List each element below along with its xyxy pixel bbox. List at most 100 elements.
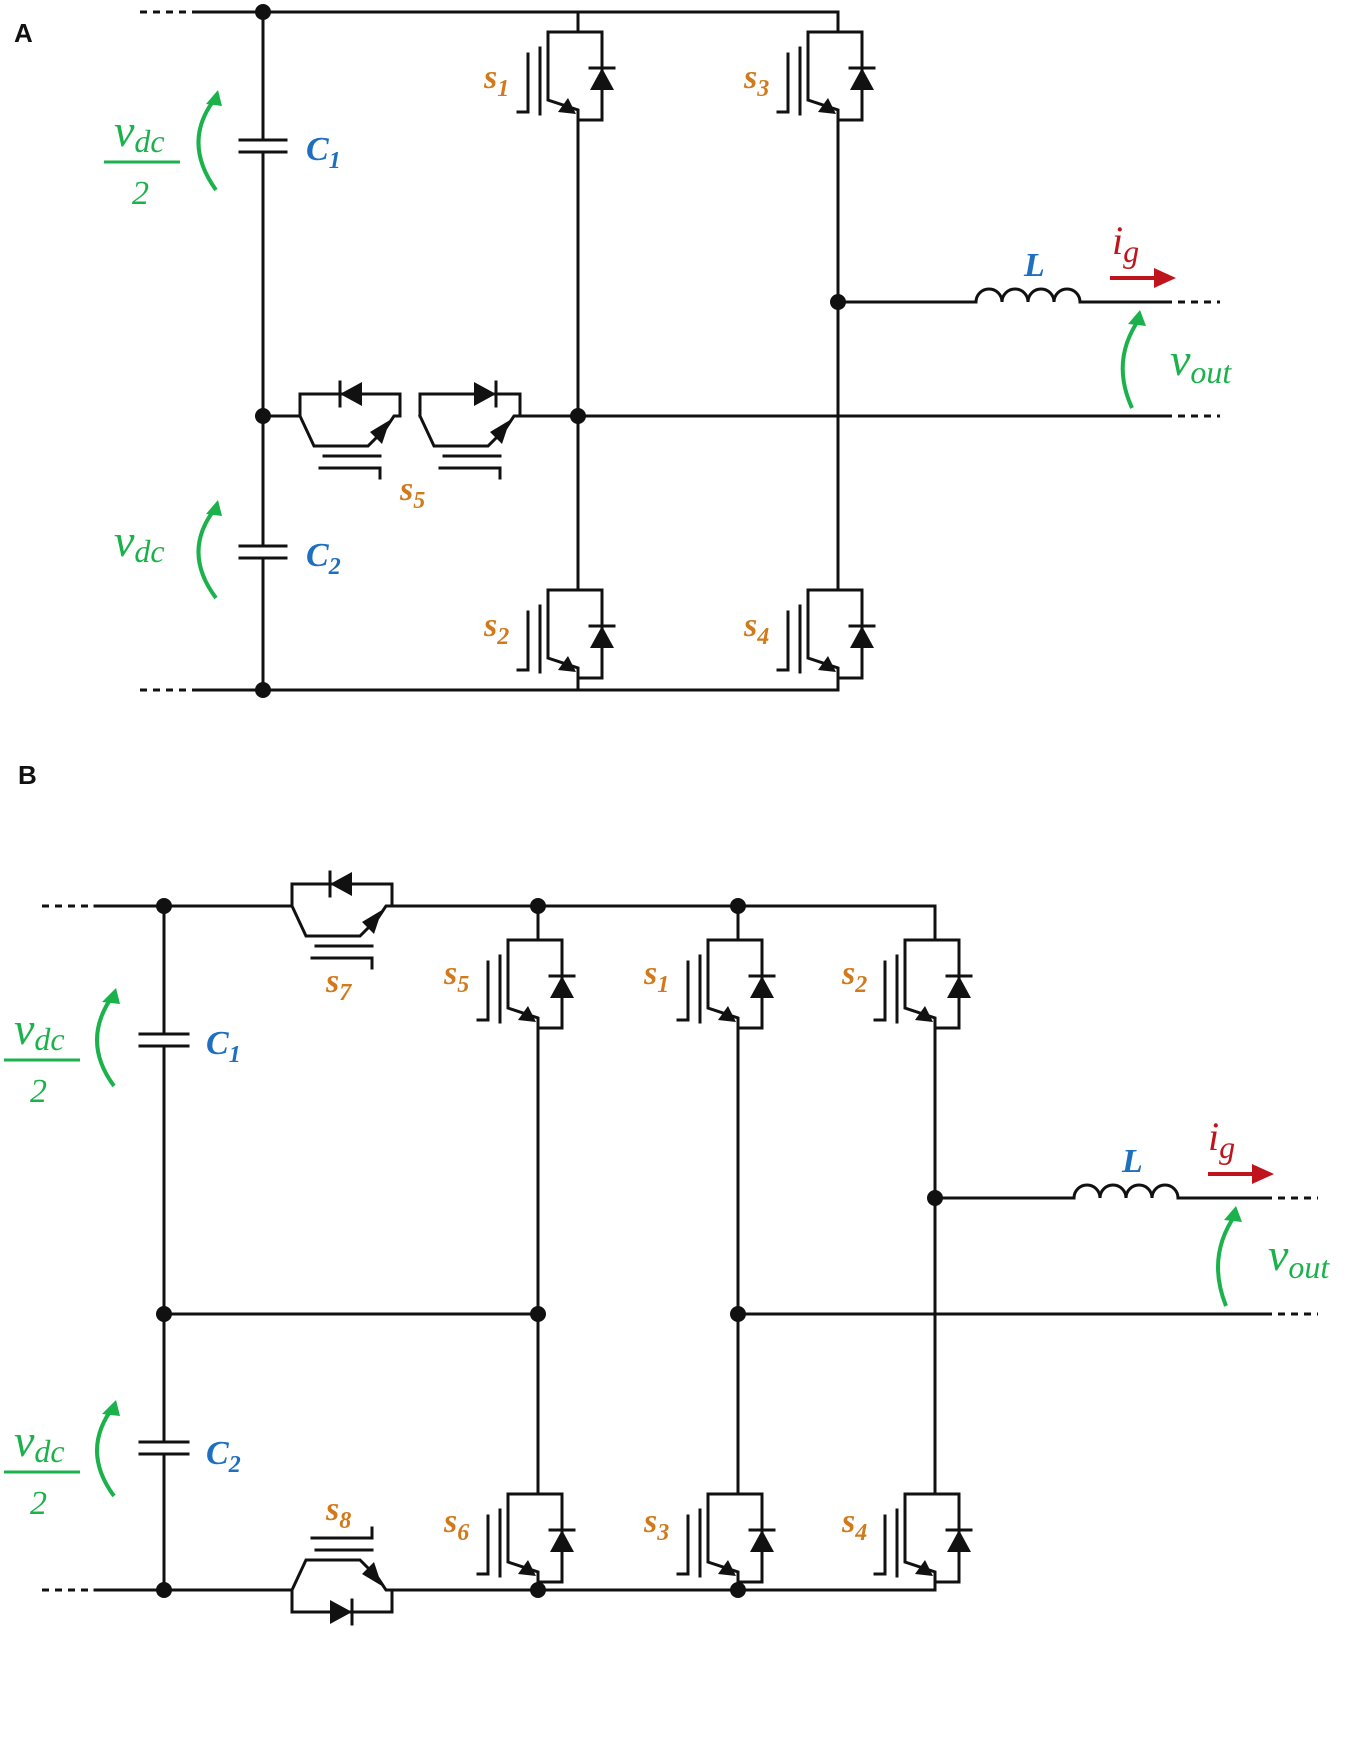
- svg-text:s8: s8: [325, 1491, 351, 1534]
- node-dot: [730, 898, 746, 914]
- node-dot: [830, 294, 846, 310]
- arrow-icon: [102, 1400, 120, 1416]
- sw-s6-name-b: s: [443, 1503, 457, 1540]
- ig-symbol-a: i: [1112, 218, 1123, 263]
- vdc-symbol-a1: v: [114, 105, 135, 156]
- sw-s1-sub-b: 1: [657, 972, 669, 998]
- switch-s4-b: [873, 1472, 973, 1584]
- switch-s6-b: [476, 1472, 576, 1584]
- node-dot: [255, 682, 271, 698]
- cap-c1-name-b: C: [206, 1025, 229, 1062]
- switch-s2-a: [516, 568, 616, 680]
- panel-a-title: A: [14, 18, 33, 48]
- vout-sub-b: out: [1288, 1249, 1330, 1285]
- sw-s8-sub-b: 8: [339, 1508, 351, 1534]
- panel-b: B: [4, 760, 1330, 1626]
- node-dot: [156, 1306, 172, 1322]
- svg-text:vout: vout: [1170, 334, 1232, 390]
- svg-text:s1: s1: [643, 955, 669, 998]
- svg-text:C1: C1: [306, 131, 341, 174]
- cap-c2-name-b: C: [206, 1435, 229, 1472]
- svg-text:s4: s4: [841, 1503, 867, 1546]
- capacitor-c2-a: [238, 544, 288, 560]
- capacitor-c1-b: [138, 1032, 190, 1048]
- cap-c1-sub-a: 1: [329, 148, 341, 174]
- svg-text:s6: s6: [443, 1503, 469, 1546]
- leg-3-b: [873, 904, 973, 1592]
- svg-text:s1: s1: [483, 59, 509, 102]
- node-dot: [530, 1306, 546, 1322]
- svg-text:vdc: vdc: [14, 1415, 65, 1469]
- vdc-symbol-a2: v: [114, 515, 135, 566]
- node-dot: [730, 1306, 746, 1322]
- sw-s3-sub-b: 3: [656, 1520, 669, 1546]
- voltage-arc-a1: [196, 93, 220, 192]
- sw-s3-name-b: s: [643, 1503, 657, 1540]
- sw-s3-name-a: s: [743, 59, 757, 96]
- svg-text:ig: ig: [1208, 1114, 1235, 1165]
- sw-s2-name-a: s: [483, 607, 497, 644]
- svg-text:s7: s7: [325, 963, 352, 1006]
- svg-text:s5: s5: [443, 955, 469, 998]
- vdc-sub-a1: dc: [134, 123, 164, 159]
- node-dot: [730, 1582, 746, 1598]
- ig-symbol-b: i: [1208, 1114, 1219, 1159]
- vdc-sub-b1: dc: [34, 1021, 64, 1057]
- sw-s5-sub-a: 5: [413, 488, 425, 514]
- svg-text:C2: C2: [206, 1435, 241, 1478]
- svg-text:vdc: vdc: [114, 105, 165, 159]
- arrow-icon: [102, 988, 120, 1004]
- voltage-arc-a2: [196, 503, 220, 600]
- leg-2-b: [676, 904, 776, 1592]
- cap-c1-name-a: C: [306, 131, 329, 168]
- svg-text:s4: s4: [743, 607, 769, 650]
- vdc-sub-a2: dc: [134, 533, 164, 569]
- vdc-sub-b2: dc: [34, 1433, 64, 1469]
- ig-sub-a: g: [1123, 233, 1139, 269]
- arrow-icon: [1252, 1164, 1274, 1184]
- sw-s2-sub-a: 2: [496, 624, 509, 650]
- vdc-symbol-b2: v: [14, 1415, 35, 1466]
- svg-text:vdc: vdc: [14, 1003, 65, 1057]
- vdc-symbol-b1: v: [14, 1003, 35, 1054]
- svg-text:s2: s2: [841, 955, 867, 998]
- sw-s4-name-b: s: [841, 1503, 855, 1540]
- sw-s4-sub-b: 4: [854, 1520, 867, 1546]
- node-dot: [927, 1190, 943, 1206]
- arrow-icon: [206, 500, 222, 516]
- svg-text:ig: ig: [1112, 218, 1139, 269]
- arrow-icon: [1154, 268, 1176, 288]
- node-dot: [156, 898, 172, 914]
- node-dot: [156, 1582, 172, 1598]
- switch-s4-a: [776, 568, 876, 680]
- cap-c2-name-a: C: [306, 537, 329, 574]
- switch-s3-a: [776, 10, 876, 122]
- vdc-den-b1: 2: [30, 1073, 47, 1110]
- sw-s6-sub-b: 6: [457, 1520, 469, 1546]
- switch-s5-b: [476, 918, 576, 1030]
- capacitor-c1-a: [238, 138, 288, 154]
- sw-s4-name-a: s: [743, 607, 757, 644]
- sw-s4-sub-a: 4: [756, 624, 769, 650]
- vout-symbol-b: v: [1268, 1229, 1289, 1280]
- diode-icon: [474, 382, 496, 406]
- vdc-den-b2: 2: [30, 1485, 47, 1522]
- node-dot: [570, 408, 586, 424]
- vout-sub-a: out: [1190, 354, 1232, 390]
- ig-sub-b: g: [1219, 1129, 1235, 1165]
- leg-1-b: [476, 904, 576, 1592]
- switch-s3-b: [676, 1472, 776, 1584]
- node-dot: [255, 4, 271, 20]
- node-dot: [530, 898, 546, 914]
- sw-s1-name-b: s: [643, 955, 657, 992]
- svg-text:s2: s2: [483, 607, 509, 650]
- inductor-a: [974, 287, 1082, 304]
- vout-symbol-a: v: [1170, 334, 1191, 385]
- diode-icon: [330, 1600, 352, 1624]
- svg-text:C2: C2: [306, 537, 341, 580]
- arrow-icon: [206, 90, 222, 106]
- diode-icon: [340, 382, 362, 406]
- leg-2-a: [776, 10, 876, 692]
- svg-text:s5: s5: [399, 471, 425, 514]
